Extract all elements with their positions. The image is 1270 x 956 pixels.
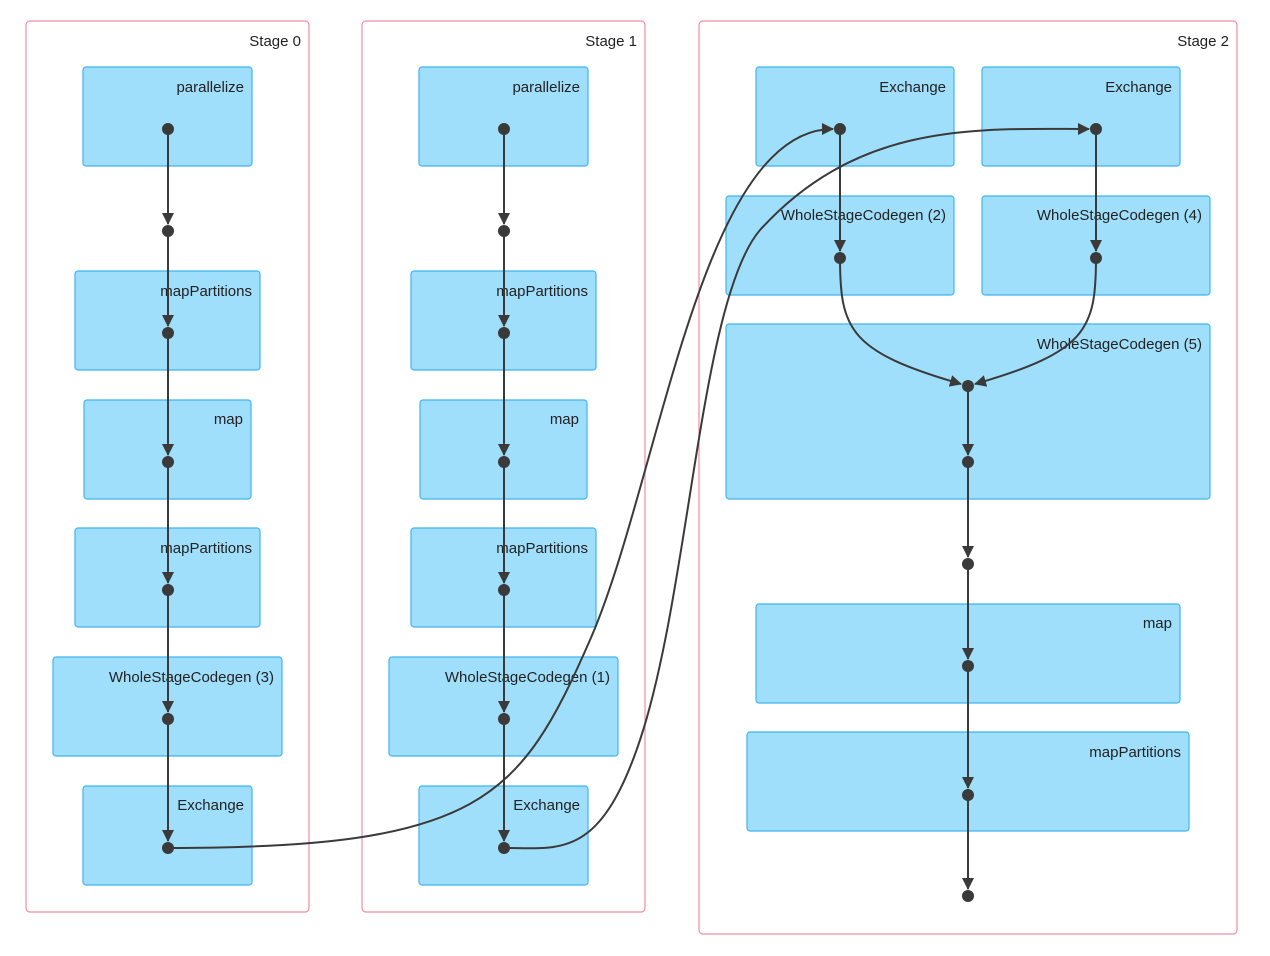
rdd-node[interactable] bbox=[834, 123, 846, 135]
rdd-node[interactable] bbox=[962, 789, 974, 801]
edge bbox=[839, 257, 962, 387]
op-wholestagecodegen-label: WholeStageCodegen (5) bbox=[1037, 336, 1202, 353]
stage-2-label: Stage 2 bbox=[1177, 33, 1229, 50]
stage-1-frame bbox=[361, 20, 646, 913]
op-mappartitions-label: mapPartitions bbox=[160, 540, 252, 557]
op-exchange-label: Exchange bbox=[1105, 79, 1172, 96]
stage-0-frame bbox=[25, 20, 310, 913]
stage-1-label: Stage 1 bbox=[585, 33, 637, 50]
edge bbox=[974, 257, 1097, 387]
op-mappartitions-label: mapPartitions bbox=[160, 283, 252, 300]
rdd-node[interactable] bbox=[962, 558, 974, 570]
edge-stage0-to-stage2 bbox=[167, 123, 834, 849]
op-exchange-label: Exchange bbox=[177, 797, 244, 814]
op-wholestagecodegen-label: WholeStageCodegen (2) bbox=[781, 207, 946, 224]
rdd-node[interactable] bbox=[1090, 252, 1102, 264]
rdd-node[interactable] bbox=[498, 123, 510, 135]
stage-0-label: Stage 0 bbox=[249, 33, 301, 50]
rdd-node[interactable] bbox=[834, 252, 846, 264]
rdd-node[interactable] bbox=[962, 380, 974, 392]
op-mappartitions-label: mapPartitions bbox=[496, 283, 588, 300]
op-map-label: map bbox=[1143, 615, 1172, 632]
op-map-label: map bbox=[550, 411, 579, 428]
nodes bbox=[162, 123, 1102, 902]
rdd-node[interactable] bbox=[1090, 123, 1102, 135]
rdd-node[interactable] bbox=[162, 713, 174, 725]
stage-2-frame bbox=[698, 20, 1238, 935]
rdd-node[interactable] bbox=[962, 456, 974, 468]
rdd-node[interactable] bbox=[162, 456, 174, 468]
op-mappartitions-label: mapPartitions bbox=[496, 540, 588, 557]
op-wholestagecodegen-label: WholeStageCodegen (1) bbox=[445, 669, 610, 686]
rdd-node[interactable] bbox=[162, 327, 174, 339]
rdd-node[interactable] bbox=[498, 225, 510, 237]
edges bbox=[162, 122, 1102, 890]
rdd-node[interactable] bbox=[962, 890, 974, 902]
op-mappartitions-label: mapPartitions bbox=[1089, 744, 1181, 761]
rdd-node[interactable] bbox=[498, 327, 510, 339]
rdd-node[interactable] bbox=[498, 842, 510, 854]
op-wholestagecodegen-label: WholeStageCodegen (4) bbox=[1037, 207, 1202, 224]
rdd-node[interactable] bbox=[162, 584, 174, 596]
rdd-node[interactable] bbox=[498, 584, 510, 596]
op-exchange-label: Exchange bbox=[879, 79, 946, 96]
rdd-node[interactable] bbox=[498, 713, 510, 725]
edge-stage1-to-stage2 bbox=[503, 122, 1090, 850]
rdd-node[interactable] bbox=[498, 456, 510, 468]
op-exchange-label: Exchange bbox=[513, 797, 580, 814]
op-exchange[interactable] bbox=[981, 66, 1181, 167]
rdd-node[interactable] bbox=[162, 123, 174, 135]
rdd-node[interactable] bbox=[962, 660, 974, 672]
op-parallelize-label: parallelize bbox=[176, 79, 244, 96]
op-wholestagecodegen-label: WholeStageCodegen (3) bbox=[109, 669, 274, 686]
rdd-node[interactable] bbox=[162, 225, 174, 237]
op-map-label: map bbox=[214, 411, 243, 428]
op-parallelize-label: parallelize bbox=[512, 79, 580, 96]
rdd-node[interactable] bbox=[162, 842, 174, 854]
